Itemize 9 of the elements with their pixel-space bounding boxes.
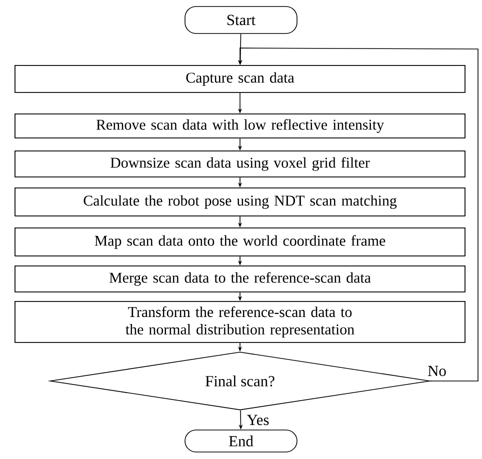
- process-box: Downsize scan data using voxel grid filter: [14, 150, 466, 178]
- process-box: Transform the reference-scan data to the normal distribution representation: [14, 301, 466, 343]
- process-box: Remove scan data with low reflective intensity: [14, 114, 466, 138]
- process-box: Merge scan data to the reference-scan data: [14, 266, 466, 292]
- terminal-box: End: [184, 430, 298, 452]
- process-box: Calculate the robot pose using NDT scan matching: [14, 188, 466, 216]
- terminal-box: Start: [184, 6, 298, 34]
- process-box: Map scan data onto the world coordinate frame: [14, 228, 466, 256]
- process-box: Capture scan data: [14, 65, 466, 93]
